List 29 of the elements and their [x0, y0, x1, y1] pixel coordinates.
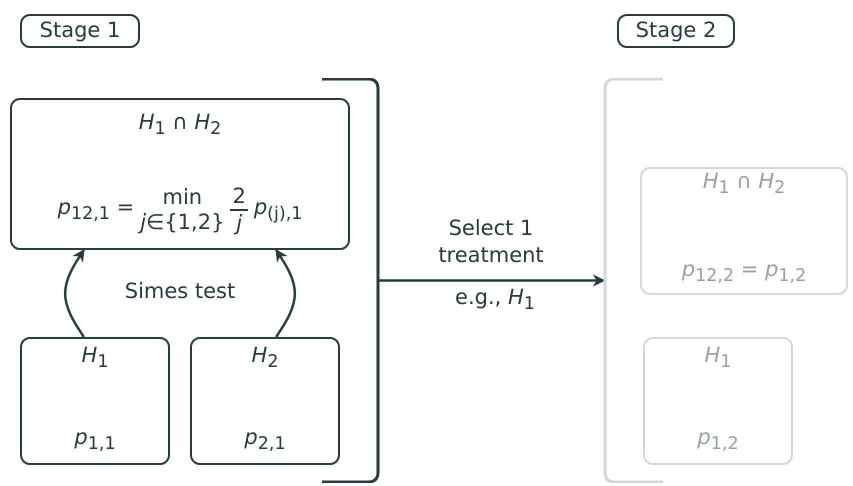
p-value-formula: p$_{12,2}$ = p$_{1,2}$	[682, 256, 806, 287]
hypothesis-label: H$_{1}$	[82, 343, 108, 374]
p-value-formula: p$_{1,1}$	[74, 424, 116, 455]
hypothesis-box	[10, 98, 350, 250]
arrow	[275, 248, 296, 338]
arrow	[378, 274, 606, 287]
stage-title: j∈{1,2}	[140, 210, 224, 235]
stage-label-box	[617, 14, 735, 48]
stage-title: j	[236, 210, 242, 236]
stage-title: min	[162, 184, 202, 210]
stage-title: p$_{12,1}$ =	[58, 194, 134, 225]
stage-title: 2	[230, 184, 248, 211]
hypothesis-label: H$_{2}$	[252, 343, 278, 374]
stage-title: Stage 2	[636, 18, 716, 44]
stage-title: Stage 1	[40, 18, 120, 44]
stage-title: p$_{(j),1}$	[254, 194, 302, 225]
hypothesis-label: H$_{1}$ ∩ H$_{2}$	[138, 110, 222, 140]
stage-label-box	[20, 14, 140, 48]
hypothesis-box	[20, 337, 170, 465]
hypothesis-label: H$_{1}$	[704, 343, 732, 374]
hypothesis-box	[643, 337, 793, 465]
hypothesis-label: H$_{1}$ ∩ H$_{2}$	[702, 169, 786, 200]
hypothesis-box	[190, 337, 340, 465]
bracket	[322, 78, 380, 483]
arrow	[64, 248, 85, 338]
p-value-formula: p$_{2,1}$	[244, 424, 286, 455]
bracket	[603, 78, 663, 483]
p-value-formula: p$_{1,2}$	[697, 424, 739, 455]
hypothesis-box	[640, 167, 848, 295]
